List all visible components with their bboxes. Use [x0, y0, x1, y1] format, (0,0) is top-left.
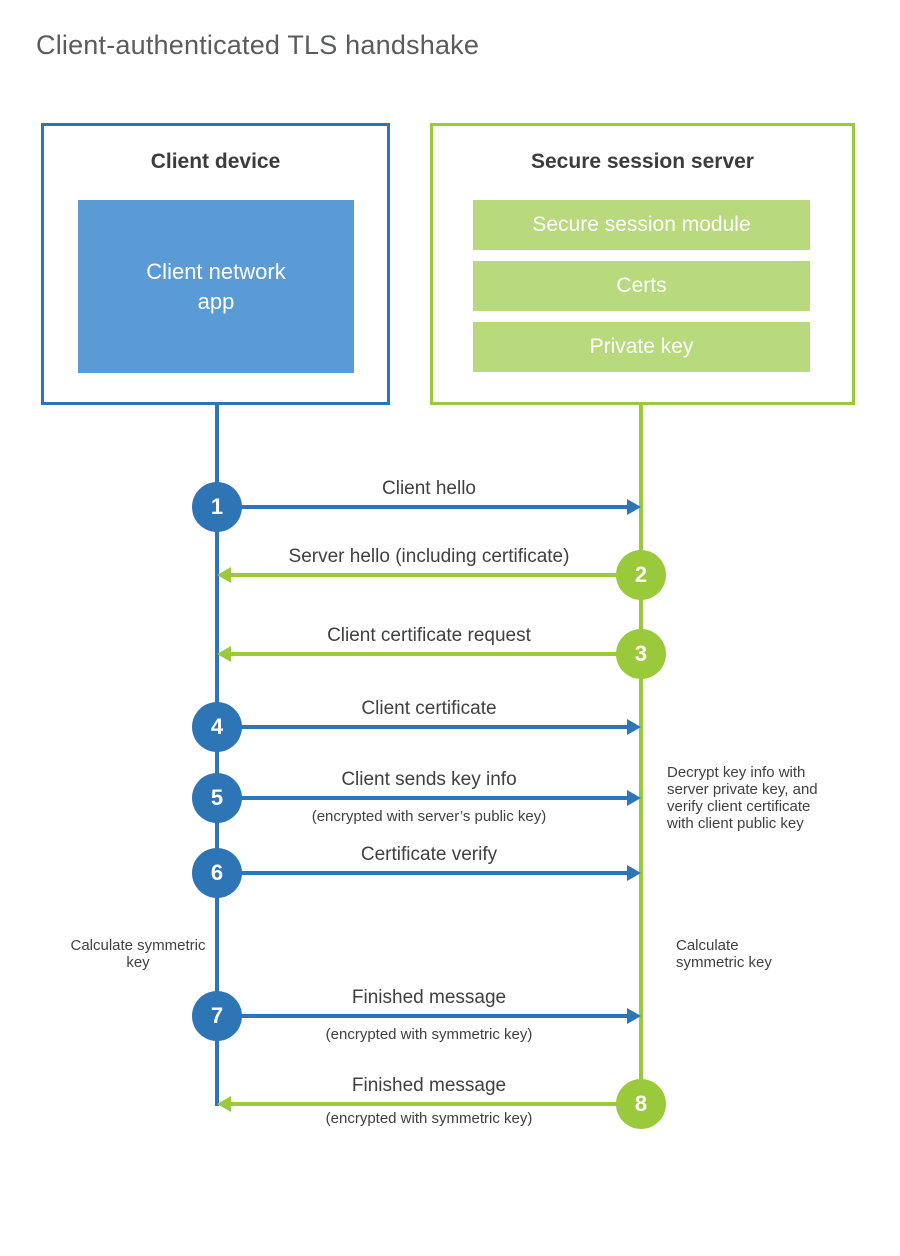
step-number: 8: [634, 1091, 648, 1116]
step-number: 5: [210, 785, 224, 810]
client-network-app-label: Client network app: [146, 258, 286, 314]
step-circle-7: 7: [192, 991, 242, 1041]
step-number: 6: [210, 860, 224, 885]
message-sublabel-8: (encrypted with symmetric key): [325, 1110, 533, 1127]
client-device-title: Client device: [150, 150, 281, 173]
message-sublabel-7: (encrypted with symmetric key): [325, 1026, 533, 1043]
arrowhead-right-icon: [627, 1008, 641, 1024]
step-number: 2: [634, 562, 648, 587]
client-network-app-box: Client network app: [78, 200, 354, 373]
step-number: 7: [210, 1003, 224, 1028]
message-label-2: Server hello (including certificate): [288, 546, 570, 567]
message-line-5: [217, 796, 627, 800]
step-circle-3: 3: [616, 629, 666, 679]
step-circle-5: 5: [192, 773, 242, 823]
step-circle-2: 2: [616, 550, 666, 600]
server-module-secure-session: Secure session module: [473, 200, 810, 250]
server-module-private-key: Private key: [473, 322, 810, 372]
arrowhead-left-icon: [217, 567, 231, 583]
message-line-1: [217, 505, 627, 509]
step-number: 4: [210, 714, 224, 739]
message-label-6: Certificate verify: [360, 844, 498, 865]
message-label-3: Client certificate request: [327, 625, 531, 646]
step-number: 3: [634, 641, 648, 666]
message-line-8: [231, 1102, 641, 1106]
message-label-5: Client sends key info: [341, 769, 517, 790]
message-label-8: Finished message: [351, 1075, 507, 1096]
step-circle-8: 8: [616, 1079, 666, 1129]
message-label-7: Finished message: [351, 987, 507, 1008]
message-label-4: Client certificate: [361, 698, 497, 719]
message-line-4: [217, 725, 627, 729]
step-number: 1: [210, 494, 224, 519]
decrypt-note: Decrypt key info with server private key…: [667, 764, 818, 832]
step-circle-4: 4: [192, 702, 242, 752]
server-lifeline: [639, 404, 643, 1104]
message-sublabel-5: (encrypted with server’s public key): [311, 808, 547, 825]
message-label-1: Client hello: [382, 478, 476, 499]
server-module-certs: Certs: [473, 261, 810, 311]
arrowhead-right-icon: [627, 499, 641, 515]
arrowhead-left-icon: [217, 646, 231, 662]
step-circle-6: 6: [192, 848, 242, 898]
arrowhead-right-icon: [627, 790, 641, 806]
page-title: Client-authenticated TLS handshake: [36, 30, 480, 60]
arrowhead-right-icon: [627, 719, 641, 735]
message-line-7: [217, 1014, 627, 1018]
arrowhead-left-icon: [217, 1096, 231, 1112]
message-line-3: [231, 652, 641, 656]
secure-session-server-title: Secure session server: [531, 150, 754, 173]
message-line-6: [217, 871, 627, 875]
arrowhead-right-icon: [627, 865, 641, 881]
client-lifeline: [215, 404, 219, 1106]
message-line-2: [231, 573, 641, 577]
calculate-symmetric-key-client: Calculate symmetric key: [70, 937, 206, 971]
calculate-symmetric-key-server: Calculate symmetric key: [676, 937, 772, 971]
step-circle-1: 1: [192, 482, 242, 532]
